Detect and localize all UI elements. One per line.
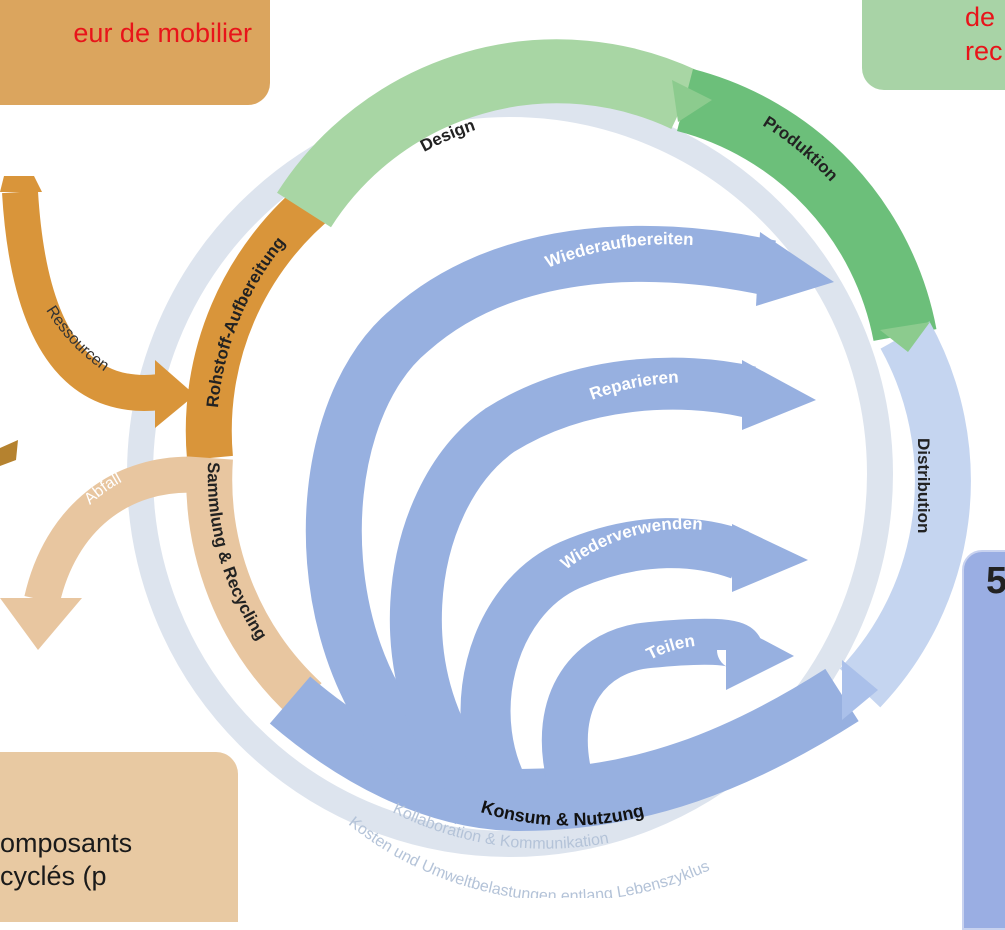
wiederaufbereiten-arrowhead — [756, 232, 834, 306]
label-distribution: Distribution — [914, 438, 933, 533]
wiederverwenden-loop — [460, 518, 749, 814]
callout-top-left-text: eur de mobilier — [73, 18, 252, 48]
teilen-loop — [541, 618, 763, 786]
wiederverwenden-arrowhead — [732, 524, 808, 592]
sammlung-segment — [186, 456, 322, 717]
callout-bottom-right-text: 5 — [986, 560, 1005, 602]
callout-bottom-left: omposants cyclés (p — [0, 752, 238, 922]
callout-top-left: eur de mobilier — [0, 0, 270, 105]
design-segment — [277, 39, 699, 228]
callout-top-right-line1: de — [965, 2, 996, 32]
rohstoff-segment — [185, 178, 337, 461]
callout-top-right: de rec — [862, 0, 1005, 90]
circular-economy-diagram: Design Produktion Rohstoff-Aufbereitung … — [0, 39, 971, 898]
callout-bottom-left-line1: omposants — [0, 828, 133, 858]
distribution-segment — [839, 321, 971, 708]
reparieren-loop — [389, 357, 756, 820]
konsum-segment — [269, 668, 859, 832]
wiederaufbereiten-loop — [305, 225, 776, 825]
callout-bottom-right: 5 — [962, 550, 1005, 930]
reparieren-arrowhead — [742, 360, 816, 430]
ressourcen-arrow — [2, 190, 163, 411]
callout-top-right-line2: rec — [965, 36, 1003, 66]
callout-bottom-left-line2: cyclés (p — [0, 861, 107, 891]
teilen-arrowhead — [726, 620, 794, 690]
produktion-segment — [676, 69, 937, 342]
abfall-arrowhead — [0, 598, 82, 650]
ressourcen-arrowhead — [155, 360, 195, 428]
abfall-arrow — [24, 456, 202, 605]
